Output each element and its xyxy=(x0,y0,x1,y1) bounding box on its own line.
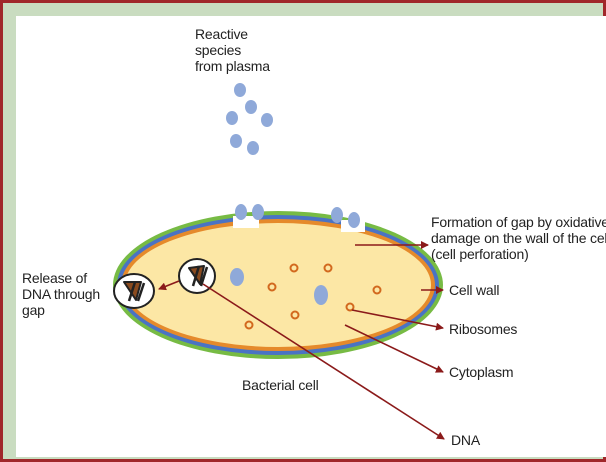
reactive-species-dot xyxy=(261,113,273,127)
reactive-species-dot xyxy=(245,100,257,114)
reactive-label-line: from plasma xyxy=(195,58,270,74)
gap-label-line: (cell perforation) xyxy=(431,246,606,262)
gap-label-line: damage on the wall of the cell xyxy=(431,230,606,246)
dna-released xyxy=(114,274,154,308)
ribosome xyxy=(291,265,298,272)
reactive-species-dot xyxy=(247,141,259,155)
bacterial-cell-label: Bacterial cell xyxy=(242,377,319,393)
reactive-species-dot xyxy=(252,204,264,220)
reactive-species-dot xyxy=(331,207,343,223)
release-label-line: Release of xyxy=(22,270,100,286)
ribosome xyxy=(292,312,299,319)
bacterial-cell xyxy=(113,211,443,359)
reactive-species-dot xyxy=(230,268,244,286)
reactive-label-line: Reactive xyxy=(195,26,270,42)
reactive-species-cluster xyxy=(226,83,273,155)
release-label-line: DNA through xyxy=(22,286,100,302)
release-label-line: gap xyxy=(22,302,100,318)
reactive-label-line: species xyxy=(195,42,270,58)
gap-formation-label: Formation of gap by oxidative damage on … xyxy=(431,214,606,262)
reactive-species-dot xyxy=(226,111,238,125)
cell-wall-label: Cell wall xyxy=(449,282,499,298)
ribosome xyxy=(374,287,381,294)
ribosomes-label: Ribosomes xyxy=(449,321,517,337)
reactive-species-dot xyxy=(235,204,247,220)
reactive-species-dot xyxy=(234,83,246,97)
reactive-species-dot xyxy=(348,212,360,228)
reactive-species-dot xyxy=(314,285,328,305)
dna-label: DNA xyxy=(451,432,480,448)
release-dna-label: Release of DNA through gap xyxy=(22,270,100,318)
ribosome xyxy=(246,322,253,329)
cytoplasm-label: Cytoplasm xyxy=(449,364,513,380)
reactive-species-label: Reactive species from plasma xyxy=(195,26,270,74)
gap-label-line: Formation of gap by oxidative xyxy=(431,214,606,230)
diagram-panel: Reactive species from plasma Formation o… xyxy=(16,16,606,457)
ribosome xyxy=(269,284,276,291)
ribosome xyxy=(325,265,332,272)
reactive-species-dot xyxy=(230,134,242,148)
